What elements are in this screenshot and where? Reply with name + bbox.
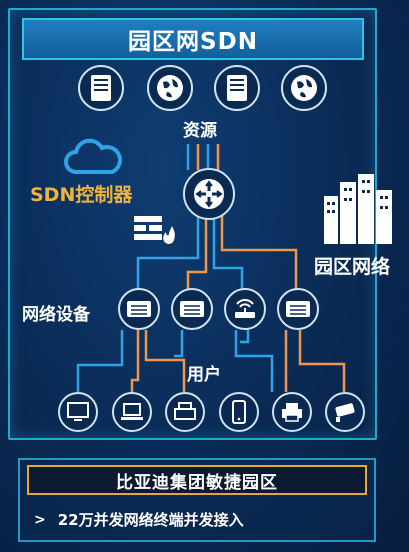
feature-title: 比亚迪集团敏捷园区 (116, 472, 278, 493)
feature-item-text: 22万并发网络终端并发接入 (57, 511, 244, 529)
camera-icon (335, 403, 355, 422)
phone-icon (232, 400, 246, 424)
switch-icon (286, 301, 310, 317)
resource-server-2 (214, 65, 260, 111)
endpoint-laptop (112, 392, 152, 432)
endpoint-printer-1 (165, 392, 205, 432)
building-icon (324, 174, 392, 244)
endpoint-camera (325, 392, 365, 432)
printer-icon (282, 403, 302, 422)
switch-icon (127, 301, 151, 317)
desktop-icon (67, 402, 89, 421)
device-wifi-ap (224, 288, 266, 330)
server-icon (91, 75, 111, 101)
device-switch-2 (171, 288, 213, 330)
router-node (183, 168, 235, 220)
endpoint-desktop (58, 392, 98, 432)
firewall-icon (134, 216, 175, 244)
endpoint-phone (219, 392, 259, 432)
cloud-icon (64, 138, 122, 174)
printer-icon (174, 402, 196, 420)
wifi-ap-icon (235, 299, 255, 318)
device-switch-3 (277, 288, 319, 330)
feature-item: > 22万并发网络终端并发接入 (34, 509, 244, 530)
resources-label: 资源 (183, 121, 217, 141)
page-title: 园区网SDN (128, 29, 258, 55)
campus-network-label: 园区网络 (314, 256, 391, 278)
device-switch-1 (118, 288, 160, 330)
router-icon (194, 179, 224, 209)
switch-icon (180, 301, 204, 317)
globe-icon (157, 75, 183, 101)
globe-icon (291, 75, 317, 101)
server-icon (227, 75, 247, 101)
controller-label: SDN控制器 (30, 184, 133, 206)
resource-globe-1 (147, 65, 193, 111)
chevron-right-icon: > (34, 511, 46, 528)
endpoint-printer-2 (272, 392, 312, 432)
resource-globe-2 (281, 65, 327, 111)
users-label: 用户 (187, 365, 221, 385)
network-devices-label: 网络设备 (22, 305, 90, 325)
laptop-icon (121, 403, 143, 420)
feature-title-bar: 比亚迪集团敏捷园区 (27, 465, 367, 495)
title-bar: 园区网SDN (22, 18, 364, 60)
resource-server-1 (78, 65, 124, 111)
